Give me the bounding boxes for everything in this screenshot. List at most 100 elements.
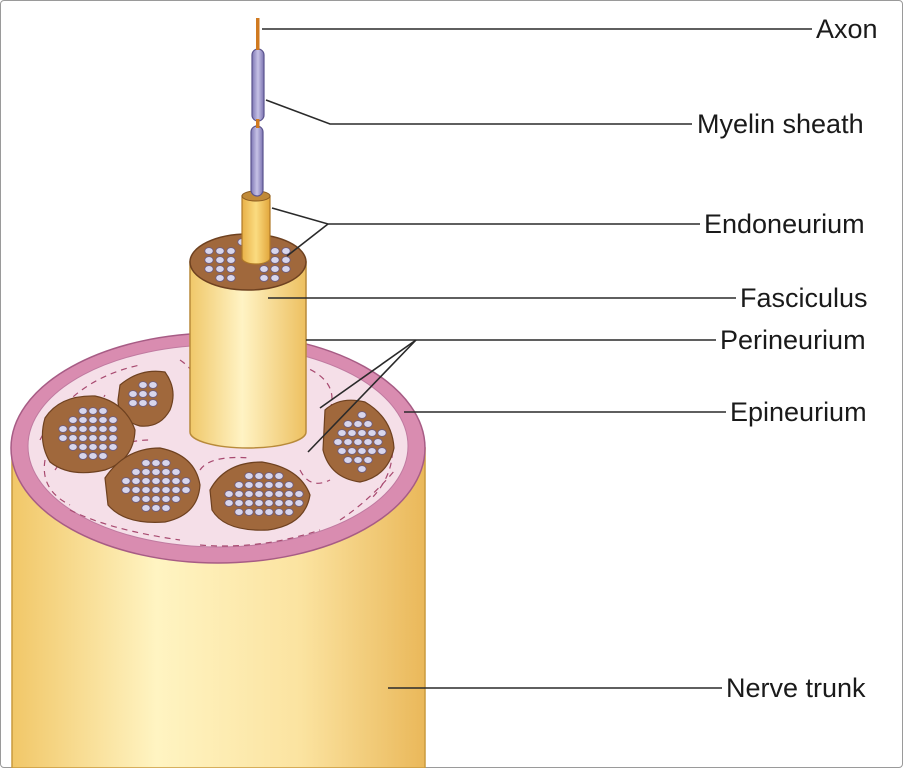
fiber-dot xyxy=(121,477,131,485)
fiber-dot xyxy=(270,274,280,282)
fiber-dot xyxy=(141,459,151,467)
fiber-dot xyxy=(131,495,141,503)
fiber-dot xyxy=(68,434,78,442)
fiber-dot xyxy=(58,425,68,433)
fiber-dot xyxy=(343,438,353,446)
fiber-dot xyxy=(234,481,244,489)
fiber-dot xyxy=(98,434,108,442)
fiber-dot xyxy=(347,447,357,455)
fiber-dot xyxy=(138,399,148,407)
fiber-dot xyxy=(88,443,98,451)
fiber-dot xyxy=(284,499,294,507)
fiber-dot xyxy=(204,256,214,264)
fiber-dot xyxy=(108,443,118,451)
fiber-dot xyxy=(108,416,118,424)
fiber-dot xyxy=(270,247,280,255)
fiber-dot xyxy=(264,508,274,516)
fiber-dot xyxy=(274,490,284,498)
fiber-dot xyxy=(274,508,284,516)
fiber-dot xyxy=(264,499,274,507)
fiber-dot xyxy=(204,247,214,255)
fiber-dot xyxy=(284,481,294,489)
fiber-dot xyxy=(254,508,264,516)
fiber-dot xyxy=(181,477,191,485)
fiber-dot xyxy=(215,256,225,264)
fiber-dot xyxy=(284,490,294,498)
fiber-dot xyxy=(226,274,236,282)
fiber-dot xyxy=(68,425,78,433)
fasciculus xyxy=(189,233,307,449)
fiber-dot xyxy=(161,486,171,494)
fiber-dot xyxy=(88,452,98,460)
label-fasciculus: Fasciculus xyxy=(740,283,868,313)
fiber-dot xyxy=(68,416,78,424)
fiber-dot xyxy=(78,452,88,460)
fiber-dot xyxy=(281,247,291,255)
fiber-dot xyxy=(138,390,148,398)
fiber-dot xyxy=(171,477,181,485)
fiber-dot xyxy=(254,481,264,489)
fiber-dot xyxy=(294,499,304,507)
fiber-dot xyxy=(363,438,373,446)
fiber-dot xyxy=(333,438,343,446)
fiber-dot xyxy=(244,499,254,507)
leader-perineurium-3 xyxy=(307,339,417,453)
fiber-dot xyxy=(121,486,131,494)
fiber-dot xyxy=(274,472,284,480)
fiber-dot xyxy=(281,265,291,273)
fiber-dot xyxy=(234,499,244,507)
fiber-dot xyxy=(78,443,88,451)
fiber-dot xyxy=(88,407,98,415)
fiber-dot xyxy=(98,407,108,415)
fiber-dot xyxy=(259,265,269,273)
fiber-dot xyxy=(244,508,254,516)
label-endoneurium: Endoneurium xyxy=(704,209,865,239)
fiber-dot xyxy=(264,490,274,498)
fiber-dot xyxy=(274,481,284,489)
fiber-dot xyxy=(373,438,383,446)
fiber-dot xyxy=(264,481,274,489)
fiber-dot xyxy=(151,459,161,467)
fiber-dot xyxy=(353,456,363,464)
fiber-dot xyxy=(259,274,269,282)
fiber-dot xyxy=(88,416,98,424)
fiber-dot xyxy=(363,420,373,428)
fiber-dot xyxy=(161,495,171,503)
label-perineurium: Perineurium xyxy=(720,325,866,355)
fiber-dot xyxy=(226,247,236,255)
fiber-dot xyxy=(337,429,347,437)
fiber-dot xyxy=(347,429,357,437)
fiber-dot xyxy=(264,472,274,480)
leader-perineurium-2 xyxy=(319,339,417,409)
endoneurium-cylinder xyxy=(241,190,271,265)
leader-myelin xyxy=(265,99,692,125)
fiber-dot xyxy=(88,434,98,442)
fiber-dot xyxy=(357,429,367,437)
fiber-dot xyxy=(234,508,244,516)
label-nerve-trunk: Nerve trunk xyxy=(726,673,866,703)
fiber-dot xyxy=(138,381,148,389)
fiber-dot xyxy=(270,265,280,273)
fiber-dot xyxy=(281,256,291,264)
fiber-dot xyxy=(128,399,138,407)
fiber-dot xyxy=(128,390,138,398)
fiber-dot xyxy=(151,477,161,485)
fiber-dot xyxy=(367,429,377,437)
fiber-dot xyxy=(58,434,68,442)
fiber-dot xyxy=(244,472,254,480)
fiber-dot xyxy=(244,481,254,489)
fiber-dot xyxy=(215,265,225,273)
fiber-dot xyxy=(98,443,108,451)
fiber-dot xyxy=(151,504,161,512)
fiber-dot xyxy=(294,490,304,498)
fiber-dot xyxy=(131,468,141,476)
fiber-dot xyxy=(98,425,108,433)
fiber-dot xyxy=(78,407,88,415)
fiber-dot xyxy=(148,390,158,398)
fiber-dot xyxy=(244,490,254,498)
fiber-dot xyxy=(254,490,264,498)
leader-endoneurium-1 xyxy=(271,207,700,225)
fiber-dot xyxy=(357,411,367,419)
fiber-dot xyxy=(161,468,171,476)
fiber-dot xyxy=(224,490,234,498)
